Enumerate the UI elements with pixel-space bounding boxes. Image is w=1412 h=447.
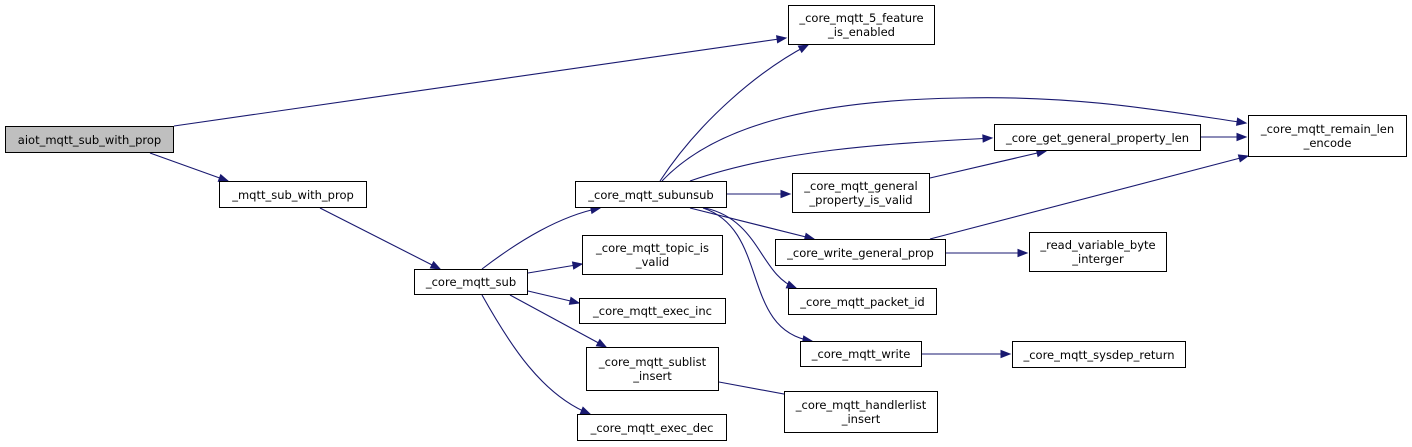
edge-n0-n2 <box>149 152 229 182</box>
arrowhead-n2-n3 <box>429 260 442 270</box>
node-label-line: _insert <box>841 412 881 426</box>
edge-n10-n9 <box>929 150 1047 179</box>
node-core-mqtt-sub[interactable]: _core_mqtt_sub <box>414 269 528 295</box>
edge-n4-n12 <box>704 207 797 289</box>
edge-n11-n14 <box>929 155 1249 240</box>
node-label-line: _is_enabled <box>828 25 895 39</box>
node-label-line: _valid <box>635 255 670 269</box>
node-core-mqtt-general-property-is-valid[interactable]: _core_mqtt_general_property_is_valid <box>792 173 930 213</box>
edge-n2-n3 <box>319 207 441 270</box>
edge-n0-n1 <box>173 37 787 127</box>
arrowhead-n0-n1 <box>775 35 788 44</box>
node-label-line: _core_mqtt_topic_is <box>596 241 709 255</box>
node-label-line: _core_mqtt_subunsub <box>588 187 714 202</box>
node-read-variable-byte-interger[interactable]: _read_variable_byte_interger <box>1029 232 1167 272</box>
arrowhead-n3-n6 <box>568 296 581 305</box>
node-core-write-general-prop[interactable]: _core_write_general_prop <box>775 239 946 266</box>
node-label-line: _core_mqtt_general <box>804 179 918 193</box>
arrowhead-n11-n15 <box>1017 248 1029 258</box>
edge-n4-n9 <box>689 137 993 182</box>
arrowhead-n4-n14 <box>1236 117 1248 126</box>
edge-n4-n13 <box>702 207 813 342</box>
node-label-line: _read_variable_byte <box>1040 238 1156 252</box>
edge-n4-n11 <box>689 207 815 240</box>
node-core-mqtt-packet-id[interactable]: _core_mqtt_packet_id <box>788 288 937 315</box>
arrowhead-n11-n14 <box>1237 154 1250 163</box>
arrowhead-n9-n14 <box>1236 132 1248 142</box>
node-core-mqtt-5-feature-is-enabled[interactable]: _core_mqtt_5_feature_is_enabled <box>788 5 935 45</box>
node-label-line: _core_mqtt_sub <box>425 275 517 289</box>
edge-n3-n7 <box>509 294 607 348</box>
node-label-line: _core_mqtt_5_feature <box>799 11 924 25</box>
node-mqtt-sub-with-prop[interactable]: _mqtt_sub_with_prop <box>219 181 367 208</box>
arrowhead-n4-n10 <box>780 189 792 199</box>
arrowhead-n3-n8 <box>579 406 592 415</box>
edge-n4-n1 <box>659 44 809 182</box>
node-core-mqtt-remain-len-encode[interactable]: _core_mqtt_remain_len_encode <box>1248 115 1407 157</box>
node-label-line: _core_mqtt_packet_id <box>800 294 925 309</box>
node-core-mqtt-handlerlist-insert[interactable]: _core_mqtt_handlerlist_insert <box>784 391 938 433</box>
edge-n3-n8 <box>481 294 591 415</box>
node-core-mqtt-subunsub[interactable]: _core_mqtt_subunsub <box>575 181 727 208</box>
node-core-mqtt-exec-dec[interactable]: _core_mqtt_exec_dec <box>577 414 727 441</box>
edge-n4-n14 <box>661 97 1247 182</box>
node-core-mqtt-sysdep-return[interactable]: _core_mqtt_sysdep_return <box>1012 341 1186 368</box>
node-core-get-general-property-len[interactable]: _core_get_general_property_len <box>994 124 1201 151</box>
node-label-line: aiot_mqtt_sub_with_prop <box>17 132 162 147</box>
arrowhead-n3-n5 <box>571 261 584 270</box>
edge-n3-n4 <box>481 207 601 270</box>
arrowhead-n4-n9 <box>982 134 994 143</box>
node-label-line: _core_mqtt_remain_len <box>1260 122 1395 136</box>
node-label-line: _core_mqtt_handlerlist <box>795 398 927 412</box>
node-label-line: _insert <box>633 369 672 383</box>
node-core-mqtt-topic-is-valid[interactable]: _core_mqtt_topic_is_valid <box>582 235 723 275</box>
node-label-line: _core_mqtt_exec_dec <box>590 420 714 435</box>
node-label-line: _core_mqtt_sublist <box>598 355 707 369</box>
node-label-line: _encode <box>1303 136 1352 150</box>
node-aiot-mqtt-sub-with-prop[interactable]: aiot_mqtt_sub_with_prop <box>5 126 174 153</box>
node-label-line: _core_get_general_property_len <box>1005 130 1190 145</box>
node-label-line: _core_mqtt_write <box>811 347 911 361</box>
node-label-line: _property_is_valid <box>809 193 913 207</box>
arrowhead-n3-n7 <box>595 338 608 348</box>
node-core-mqtt-exec-inc[interactable]: _core_mqtt_exec_inc <box>579 298 726 324</box>
arrowhead-n4-n1 <box>797 44 810 54</box>
node-label-line: _interger <box>1072 252 1124 266</box>
node-core-mqtt-write[interactable]: _core_mqtt_write <box>800 341 922 367</box>
arrowhead-n13-n16 <box>1000 349 1012 359</box>
arrowhead-n4-n12 <box>785 280 798 289</box>
node-label-line: _core_mqtt_sysdep_return <box>1023 347 1175 362</box>
node-label-line: _core_mqtt_exec_inc <box>593 304 712 318</box>
node-label-line: _core_write_general_prop <box>787 245 934 260</box>
node-label-line: _mqtt_sub_with_prop <box>232 187 354 202</box>
node-core-mqtt-sublist-insert[interactable]: _core_mqtt_sublist_insert <box>586 347 719 391</box>
